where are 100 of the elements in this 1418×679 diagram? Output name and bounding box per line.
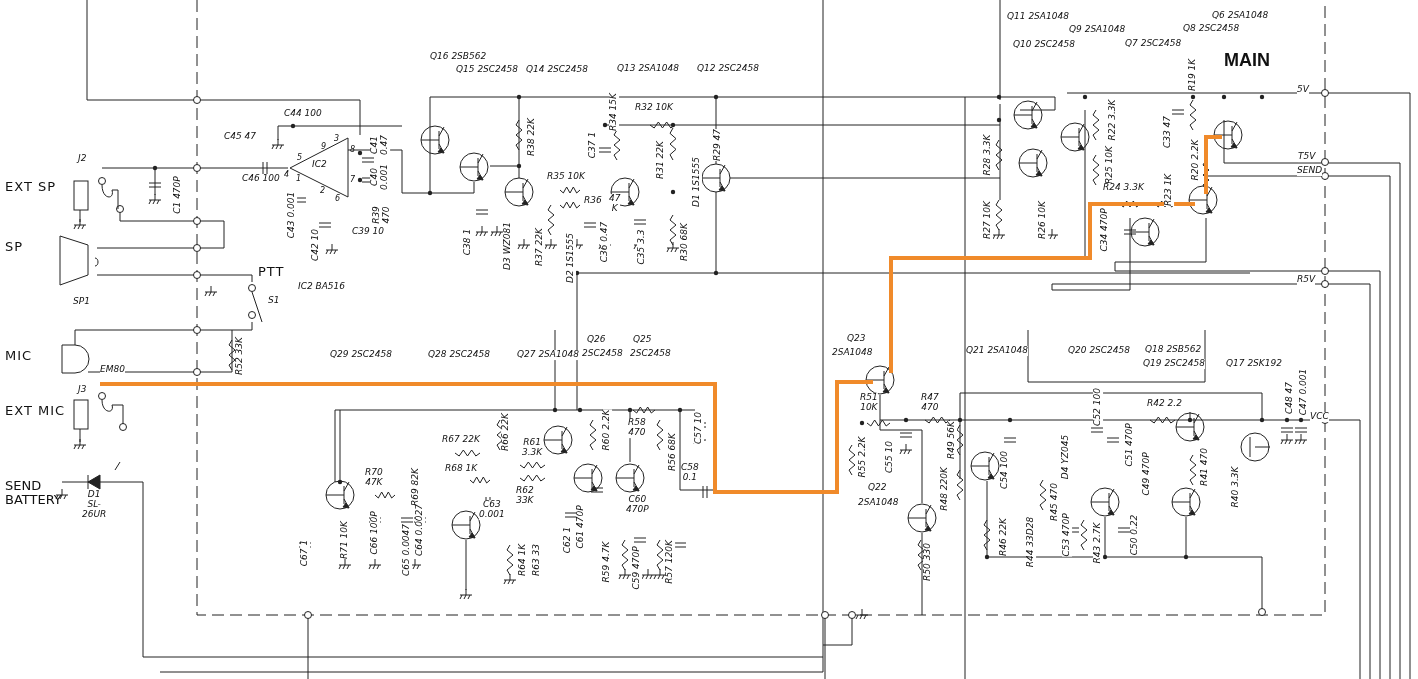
component-label: R19 1K [1188, 58, 1198, 92]
component-label: R24 3.3K [1103, 183, 1144, 193]
component-label: R42 2.2 [1147, 399, 1182, 409]
pin-number: 1 [296, 174, 302, 184]
component-label: R46 22K [999, 518, 1009, 556]
component-label: C61 470P [576, 505, 586, 549]
component-label: R22 3.3K [1108, 99, 1118, 141]
pin-number: 3 [334, 134, 340, 144]
component-label: R34 15K [609, 93, 619, 131]
component-label: 5V [1297, 85, 1309, 95]
component-label: R48 220K [940, 467, 950, 511]
component-label: R39 470 [372, 206, 392, 224]
component-label: 2SC2458 [582, 349, 623, 359]
component-label: R37 22K [535, 228, 545, 266]
component-label: R67 22K [442, 435, 480, 445]
component-label: D1 SL-26UR [82, 490, 107, 520]
component-label: IC2 [312, 160, 327, 170]
pin-number: 5 [297, 153, 303, 163]
component-label: Q16 2SB562 [430, 52, 487, 62]
component-label: C34 470P [1100, 208, 1110, 252]
component-label: IC2 BA516 [298, 282, 346, 292]
component-label: SEND [1297, 166, 1323, 176]
component-label: Q26 [587, 335, 606, 345]
component-label: R44 33D28 [1026, 516, 1036, 568]
component-label: Q22 [868, 483, 887, 493]
component-label: Q20 2SC2458 [1068, 346, 1131, 356]
component-label: R70 47K [365, 468, 383, 488]
component-label: R57 120K [665, 540, 675, 584]
component-label: C41 0.47 [370, 135, 390, 155]
component-label: R60 2.2K [602, 409, 612, 451]
component-label: C1 470P [173, 176, 183, 214]
component-label: C66 100P [370, 511, 380, 555]
component-label: C64 0.0027 [415, 503, 425, 557]
component-label: R29 47 [713, 129, 723, 161]
component-label: C40 0.001 [370, 164, 390, 190]
component-label: J2 [78, 154, 87, 164]
component-label: Q19 2SC2458 [1143, 359, 1206, 369]
component-label: C47 0.001 [1299, 368, 1309, 416]
component-label: R26 10K [1038, 201, 1048, 239]
component-label: C58 0.1 [681, 463, 699, 483]
component-label: Q10 2SC2458 [1013, 40, 1076, 50]
component-label: C59 470P [632, 546, 642, 590]
component-label: C49 470P [1142, 452, 1152, 496]
component-label: Q12 2SC2458 [697, 64, 760, 74]
component-label: 47 K [609, 194, 621, 214]
component-label: Q6 2SA1048 [1212, 11, 1269, 21]
connector-label: SEND BATTERY [5, 478, 62, 508]
component-label: R32 10K [635, 103, 673, 113]
component-label: R58 470 [628, 418, 646, 438]
component-label: R62 33K [516, 486, 534, 506]
component-label: 2SA1048 [832, 348, 873, 358]
component-label: 2SA1048 [858, 498, 899, 508]
component-label: R68 1K [445, 464, 478, 474]
component-label: R66 22K [501, 413, 511, 451]
component-label: R64 1K [518, 543, 528, 577]
component-label: R36 [584, 196, 602, 206]
component-label: D2 1S1555 [566, 233, 576, 283]
component-label: C55 10 [885, 440, 895, 474]
component-label: Q7 2SC2458 [1125, 39, 1182, 49]
component-label: C53 470P [1062, 513, 1072, 557]
component-label: C35 3.3 [637, 229, 647, 265]
component-label: R49 56K [947, 421, 957, 459]
component-label: Q15 2SC2458 [456, 65, 519, 75]
component-label: Q23 [847, 334, 866, 344]
component-label: Q11 2SA1048 [1007, 12, 1069, 22]
component-label: Q18 2SB562 [1145, 345, 1202, 355]
component-label: R69 82K [411, 468, 421, 506]
component-label: C43 0.001 [287, 191, 297, 239]
component-label: Q21 2SA1048 [966, 346, 1028, 356]
component-label: R38 22K [527, 118, 537, 156]
pin-number: 2 [320, 186, 326, 196]
component-label: C36 0.47 [600, 221, 610, 263]
component-label: R28 3.3K [983, 134, 993, 176]
component-label: C38 1 [463, 228, 473, 256]
component-label: J3 [78, 385, 87, 395]
component-label: R43 2.7K [1093, 522, 1103, 564]
component-label: Q17 2SK192 [1226, 359, 1282, 369]
component-label: Q9 2SA1048 [1069, 25, 1126, 35]
component-label: S1 [268, 296, 280, 306]
component-label: 2SC2458 [630, 349, 671, 359]
component-label: C37 1 [588, 131, 598, 159]
component-label: C60 470P [626, 495, 649, 515]
component-label: R23 1K [1164, 173, 1174, 207]
component-label: R41 470 [1200, 448, 1210, 486]
component-label: C42 10 [311, 228, 321, 262]
component-label: R52 33K [235, 337, 245, 375]
component-label: R63 33 [532, 544, 542, 576]
component-label: Q14 2SC2458 [526, 65, 589, 75]
component-label: Q25 [633, 335, 652, 345]
component-label: Q8 2SC2458 [1183, 24, 1240, 34]
component-label: Q27 2SA1048 [517, 350, 579, 360]
component-label: D1 1S1555 [692, 157, 702, 207]
pin-number: 8 [350, 145, 356, 155]
component-label: R40 3.3K [1231, 466, 1241, 508]
component-label: R30 68K [680, 223, 690, 261]
component-label: C62 1 [563, 526, 573, 554]
component-label: C39 10 [352, 227, 385, 237]
component-label: D4 YZ045 [1061, 434, 1071, 480]
component-label: R5V [1297, 275, 1316, 285]
component-label: R56 68K [668, 433, 678, 471]
